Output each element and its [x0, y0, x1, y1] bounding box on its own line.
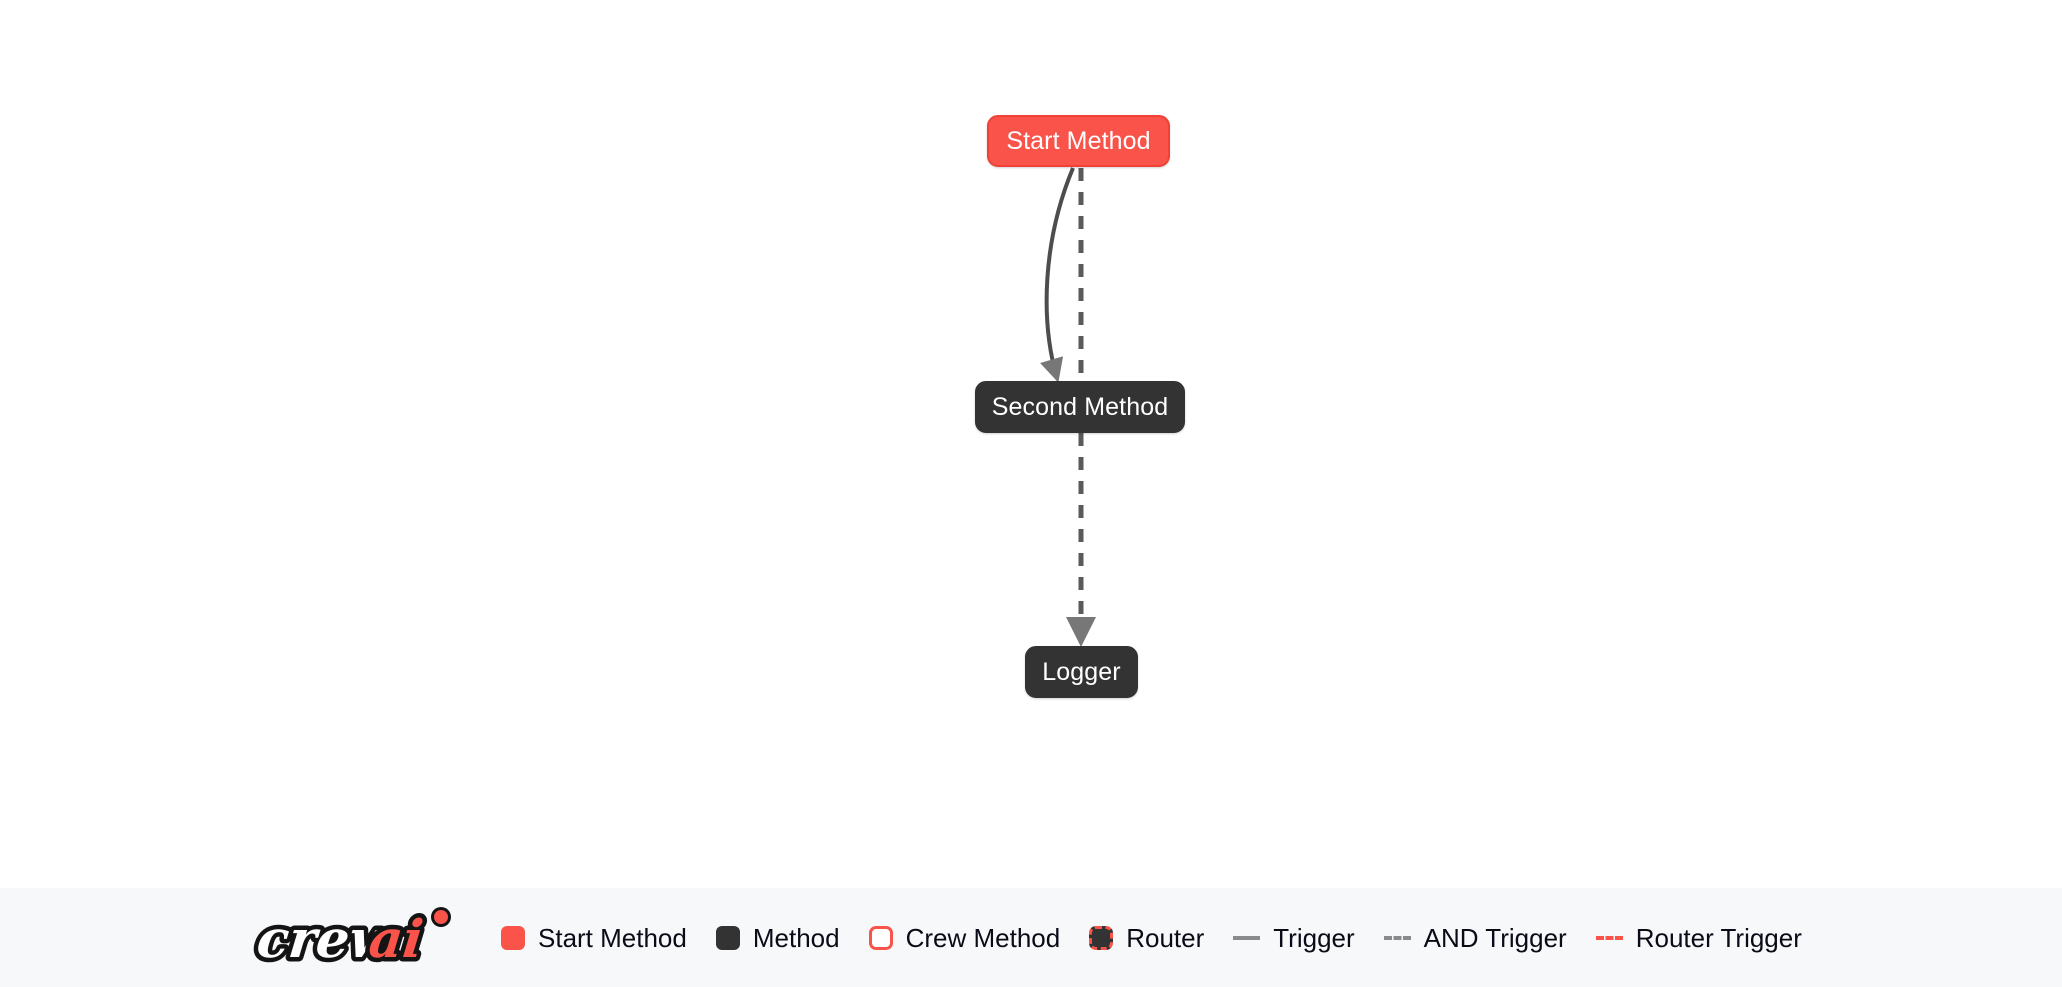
method-swatch-icon — [715, 925, 740, 950]
flow-node-logger[interactable]: Logger — [1025, 646, 1138, 698]
legend-item-start-method[interactable]: Start Method — [501, 925, 687, 951]
flow-node-label: Start Method — [1006, 126, 1151, 155]
svg-text:crew: crew — [254, 909, 399, 970]
svg-text:ai: ai — [366, 909, 426, 970]
legend-item-label: Crew Method — [905, 922, 1061, 953]
flow-node-start-method[interactable]: Start Method — [987, 115, 1170, 167]
legend-item-label: Router — [1126, 922, 1205, 953]
crew-method-swatch-icon — [868, 925, 893, 950]
legend-item-method[interactable]: Method — [715, 922, 840, 953]
legend-item-label: Router Trigger — [1635, 922, 1802, 953]
legend-item-and-trigger[interactable]: AND Trigger — [1383, 922, 1567, 953]
router-trigger-line-icon — [1595, 935, 1623, 940]
legend-item-label: Trigger — [1273, 922, 1355, 953]
flow-node-label: Second Method — [991, 392, 1169, 421]
legend-item-label: Method — [752, 922, 840, 953]
legend-item-crew-method[interactable]: Crew Method — [868, 922, 1061, 953]
edge-start-to-second-method — [1040, 167, 1075, 383]
legend-row: crew crew ai ai Start Method Method — [251, 905, 1802, 971]
start-method-swatch-icon — [501, 925, 525, 950]
crewai-logo: crew crew ai ai — [251, 905, 469, 971]
and-trigger-line-icon — [1383, 935, 1411, 940]
legend-footer: crew crew ai ai Start Method Method — [0, 888, 2062, 987]
legend-item-label: AND Trigger — [1423, 922, 1567, 953]
legend-item-router-trigger[interactable]: Router Trigger — [1595, 922, 1802, 953]
flow-edges-layer — [1040, 167, 1096, 647]
svg-text:crew: crew — [254, 909, 399, 970]
legend-item-trigger[interactable]: Trigger — [1233, 922, 1355, 953]
flow-canvas[interactable]: Start Method Second Method Logger — [0, 0, 2062, 888]
trigger-line-icon — [1233, 935, 1261, 940]
flow-node-label: Logger — [1042, 657, 1121, 686]
legend-item-label: Start Method — [538, 922, 687, 953]
router-swatch-icon — [1089, 925, 1114, 950]
legend-item-router[interactable]: Router — [1089, 925, 1204, 951]
flow-node-second-method[interactable]: Second Method — [975, 381, 1185, 433]
svg-text:ai: ai — [366, 909, 426, 970]
